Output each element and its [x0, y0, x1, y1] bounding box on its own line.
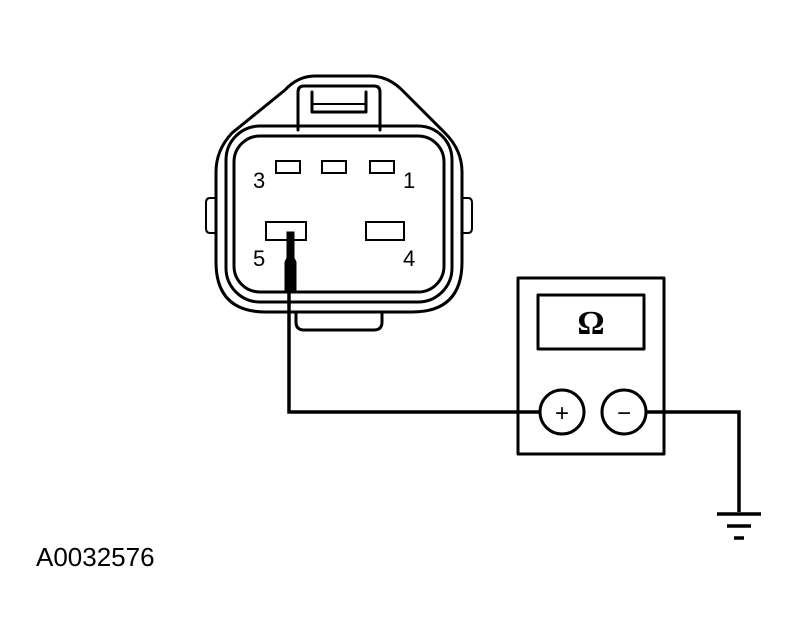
positive-terminal-sign: + — [555, 400, 569, 427]
connector-right-tab — [462, 197, 473, 234]
pin-1-terminal — [369, 160, 395, 174]
pin-2-terminal — [321, 160, 347, 174]
test-probe — [284, 231, 297, 293]
connector: 3 1 5 4 — [205, 74, 473, 332]
ohmmeter-display — [536, 293, 646, 351]
figure-reference-code: A0032576 — [36, 542, 155, 572]
pin-3-terminal — [275, 160, 301, 174]
connector-left-tab — [205, 197, 216, 234]
negative-test-lead — [646, 410, 741, 512]
pin-5-terminal — [265, 221, 307, 241]
connector-bottom-tab — [294, 310, 384, 332]
pin-label-4: 4 — [403, 246, 415, 271]
ohmmeter-body — [516, 276, 666, 456]
ohmmeter: Ω + − — [516, 276, 666, 456]
connector-latch — [296, 84, 382, 132]
positive-test-lead — [287, 292, 540, 414]
ground-symbol — [717, 512, 761, 540]
positive-terminal — [538, 388, 586, 436]
pin-4-terminal — [365, 221, 405, 241]
connector-cavity — [232, 134, 446, 294]
negative-terminal — [600, 388, 648, 436]
negative-terminal-sign: − — [617, 400, 631, 427]
connector-latch-inner — [310, 90, 368, 114]
probe-tip — [284, 231, 297, 293]
pin-label-3: 3 — [253, 168, 265, 193]
pin-label-5: 5 — [253, 246, 265, 271]
pin-label-1: 1 — [403, 168, 415, 193]
ohm-symbol: Ω — [577, 305, 604, 342]
connector-inner-ring — [224, 124, 454, 304]
